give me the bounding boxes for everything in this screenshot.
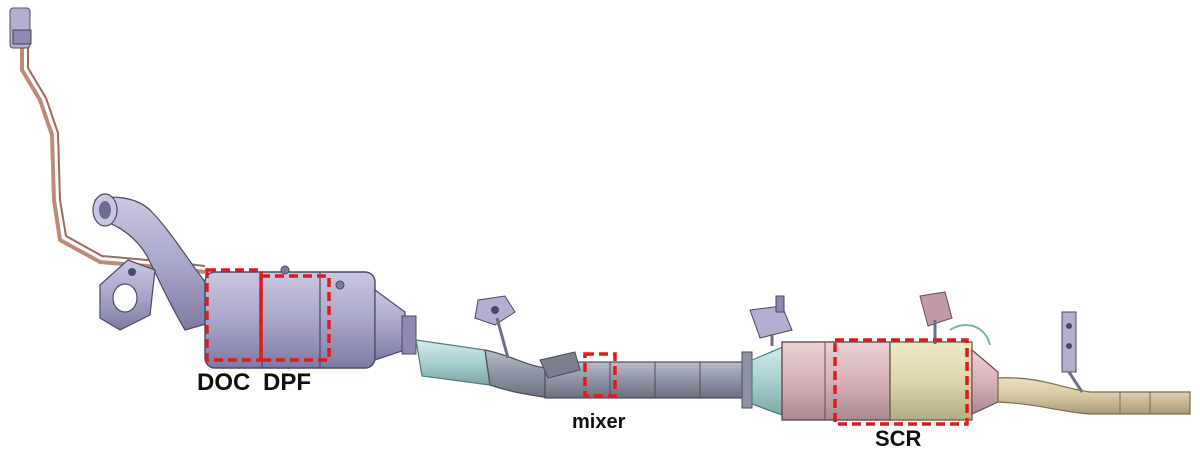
scr-canister xyxy=(751,341,999,421)
hanger-1 xyxy=(474,295,516,359)
scr-label: SCR xyxy=(875,426,922,451)
mounting-bracket xyxy=(99,259,156,331)
hanger-brackets xyxy=(474,291,1084,393)
scr-highlight-box xyxy=(833,338,969,426)
dpf-highlight-box xyxy=(259,274,331,362)
doc-highlight-box xyxy=(205,268,263,362)
doc-label: DOC xyxy=(197,369,250,396)
sensor-line xyxy=(9,7,206,274)
flexible-bellows xyxy=(415,339,551,399)
hanger-3 xyxy=(919,291,991,346)
mixer-pipe xyxy=(539,351,753,409)
mixer-highlight-box xyxy=(583,352,617,398)
doc-dpf-canister xyxy=(204,265,417,369)
hanger-4 xyxy=(1061,311,1084,393)
mixer-label: mixer xyxy=(572,411,626,433)
inlet-elbow xyxy=(92,193,221,331)
outlet-pipe xyxy=(997,377,1191,415)
dpf-label: DPF xyxy=(263,369,311,396)
highlight-boxes xyxy=(205,268,969,426)
hanger-2 xyxy=(749,295,793,346)
